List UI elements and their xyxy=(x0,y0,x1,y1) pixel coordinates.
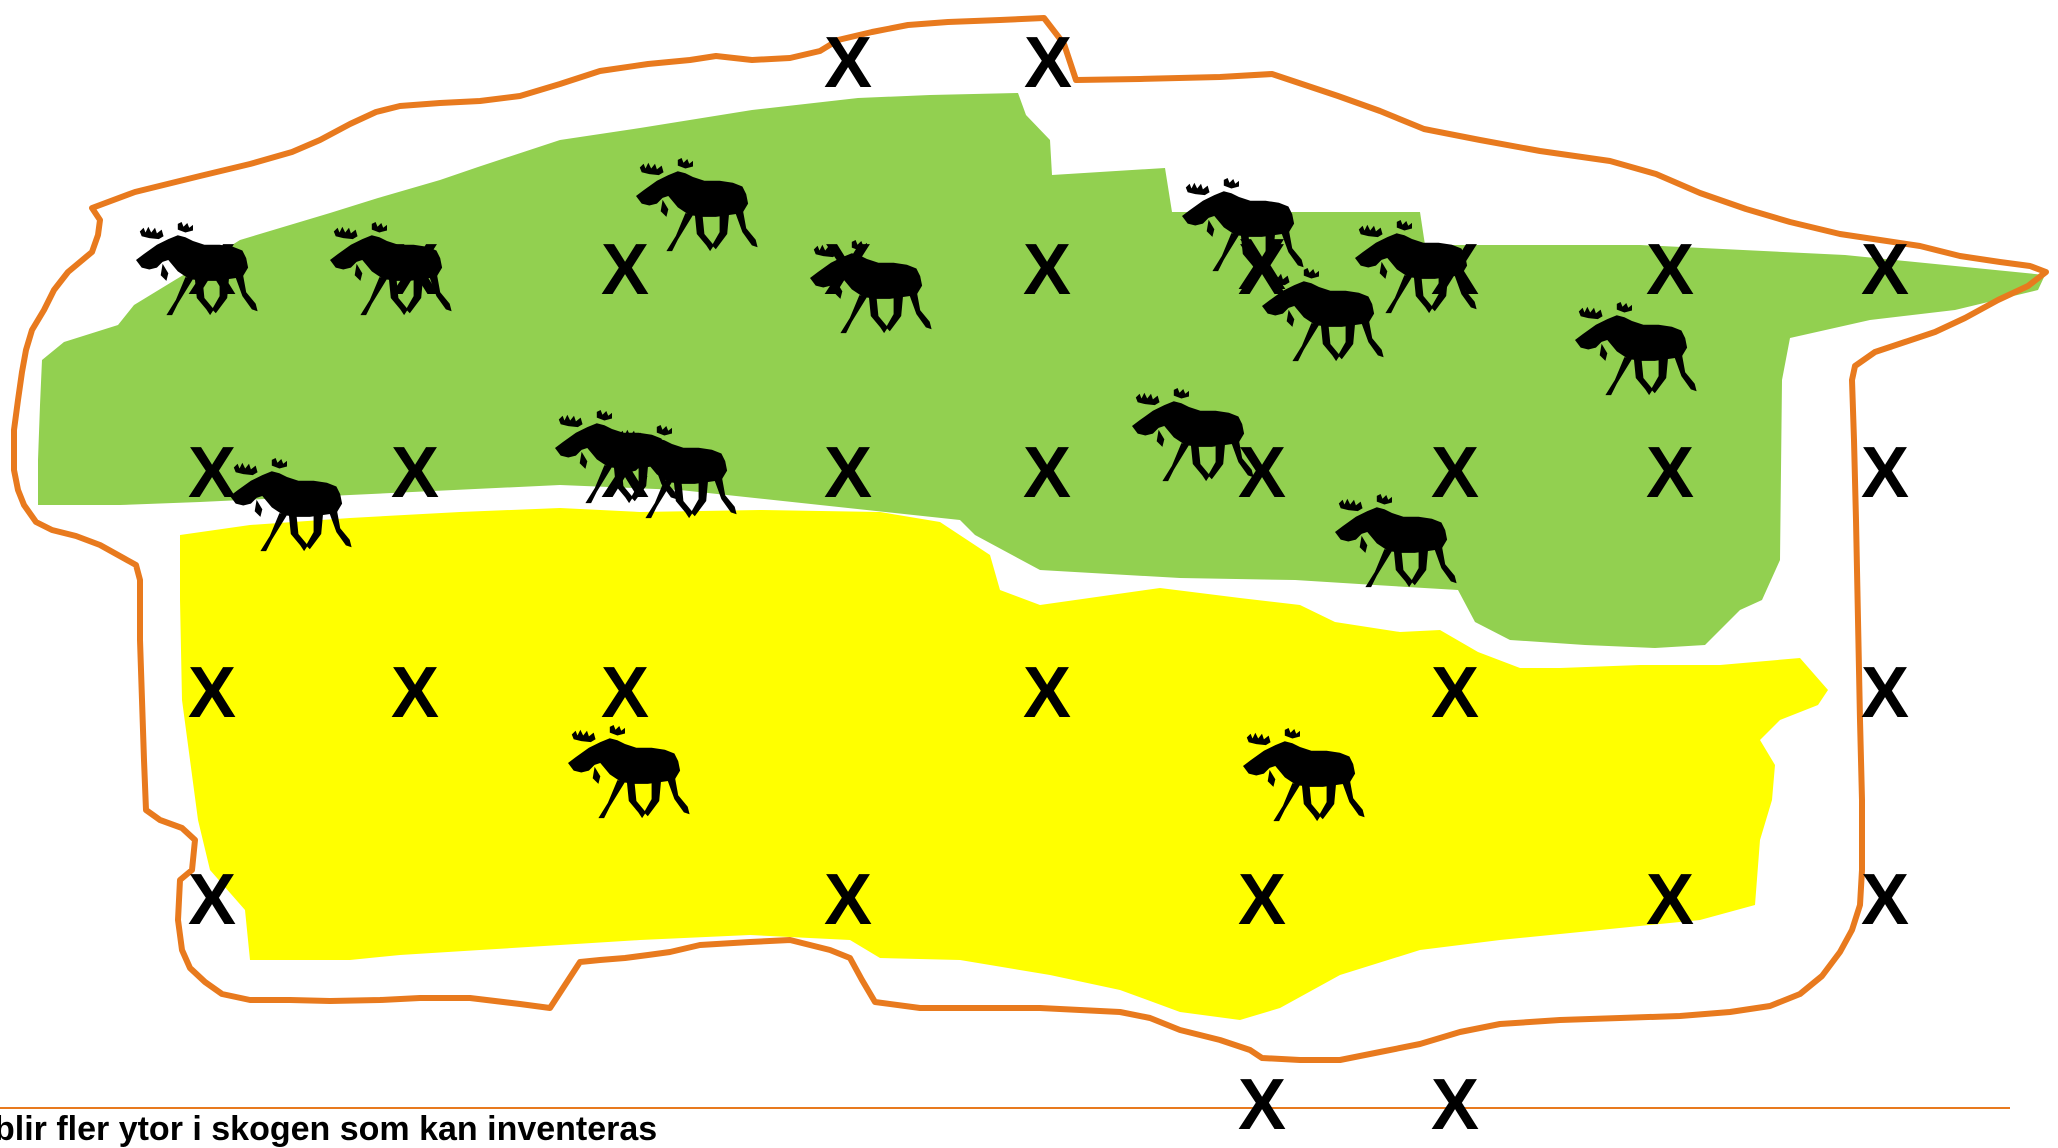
x-marker: X xyxy=(824,860,872,940)
x-marker: X xyxy=(824,230,872,310)
x-marker: X xyxy=(1023,230,1071,310)
x-marker: X xyxy=(1646,230,1694,310)
x-marker: X xyxy=(1646,433,1694,513)
x-marker: X xyxy=(391,653,439,733)
x-marker: X xyxy=(601,230,649,310)
x-marker: X xyxy=(824,433,872,513)
x-marker: X xyxy=(1861,230,1909,310)
x-marker: X xyxy=(188,653,236,733)
x-marker: X xyxy=(1646,860,1694,940)
caption-text: blir fler ytor i skogen som kan inventer… xyxy=(0,1112,657,1146)
x-marker: X xyxy=(391,433,439,513)
x-marker: X xyxy=(1861,653,1909,733)
x-marker: X xyxy=(1238,433,1286,513)
x-marker: X xyxy=(601,433,649,513)
x-marker: X xyxy=(1431,433,1479,513)
x-marker: X xyxy=(1023,653,1071,733)
x-marker: X xyxy=(824,23,872,103)
x-marker: X xyxy=(1238,860,1286,940)
x-marker: X xyxy=(1238,225,1286,305)
x-marker: X xyxy=(391,230,439,310)
x-marker: X xyxy=(1861,860,1909,940)
x-marker: X xyxy=(188,230,236,310)
x-marker: X xyxy=(1431,230,1479,310)
x-marker: X xyxy=(188,433,236,513)
x-marker: X xyxy=(1238,1065,1286,1130)
x-marker: X xyxy=(1024,23,1072,103)
x-marker: X xyxy=(1861,433,1909,513)
x-marker: X xyxy=(1431,653,1479,733)
x-marker: X xyxy=(1431,1065,1479,1130)
x-marker: X xyxy=(1023,433,1071,513)
x-marker: X xyxy=(188,860,236,940)
x-marker: X xyxy=(601,653,649,733)
